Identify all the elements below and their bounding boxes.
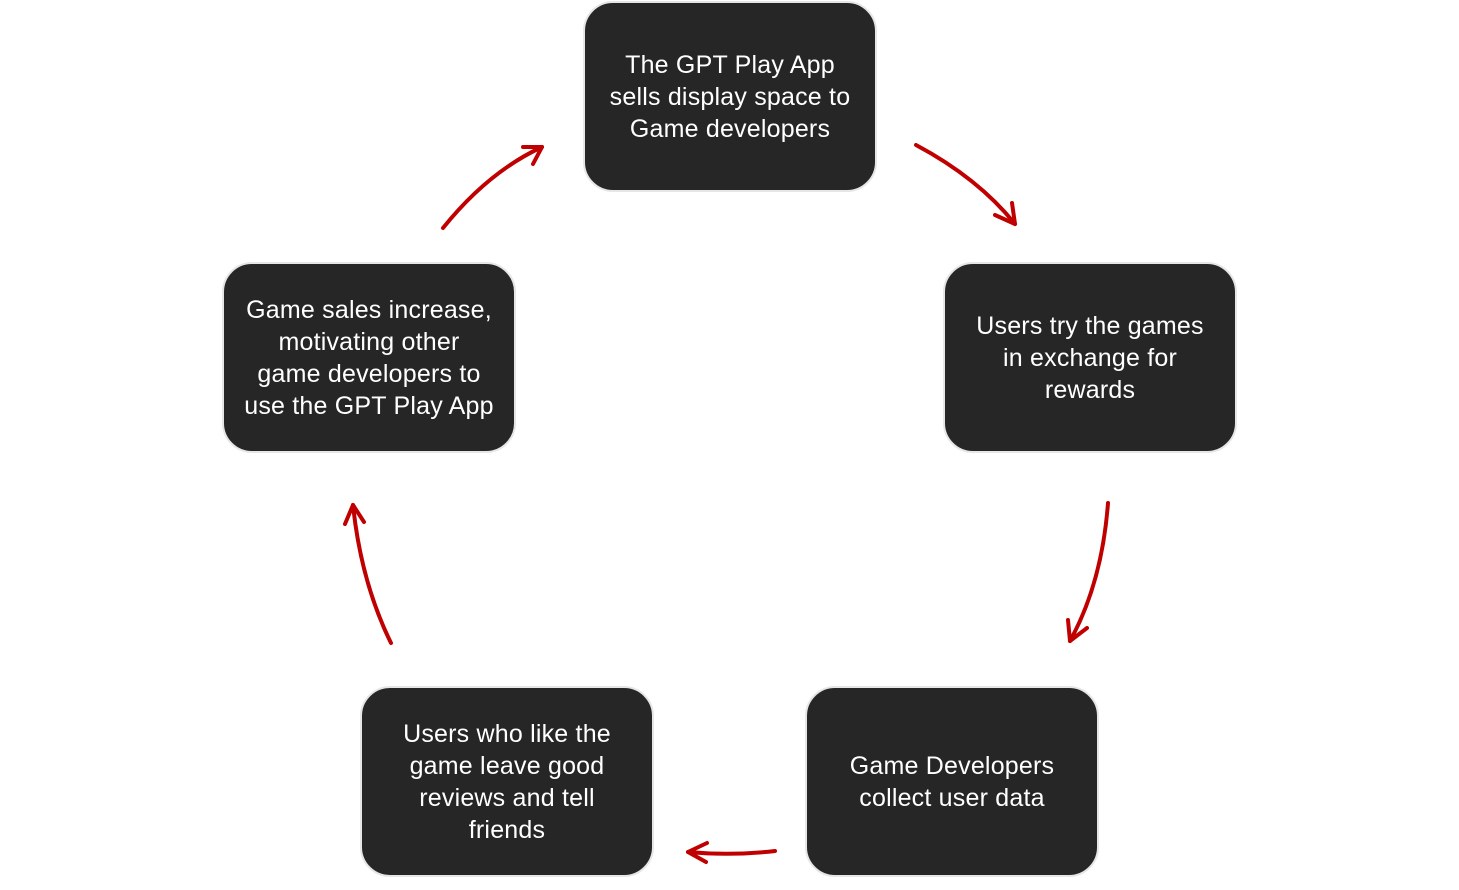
arrow-n5-to-n1 [441, 145, 544, 230]
node-label: Users try the games in exchange for rewa… [976, 311, 1204, 404]
cycle-node-users-try-games: Users try the games in exchange for rewa… [943, 262, 1237, 453]
arrow-head [686, 841, 709, 864]
node-label: Game sales increase, motivating other ga… [244, 295, 494, 420]
node-label: Game Developers collect user data [849, 751, 1055, 812]
arrow-shaft [686, 849, 777, 856]
arrow-head [343, 503, 366, 526]
arrow-shaft [1068, 501, 1110, 643]
arrow-shaft [351, 503, 393, 645]
cycle-node-reviews-and-friends: Users who like the game leave good revie… [360, 686, 654, 877]
arrow-head [521, 145, 544, 166]
cycle-node-sales-increase: Game sales increase, motivating other ga… [222, 262, 516, 453]
arrow-n2-to-n3 [1066, 501, 1110, 643]
arrow-head [1066, 618, 1089, 643]
arrow-n4-to-n5 [343, 503, 393, 645]
node-label: The GPT Play App sells display space to … [609, 50, 851, 143]
arrow-head [993, 201, 1017, 226]
arrow-shaft [914, 143, 1017, 226]
node-label: Users who like the game leave good revie… [403, 719, 611, 844]
cycle-node-sell-display-space: The GPT Play App sells display space to … [583, 1, 877, 192]
cycle-node-collect-user-data: Game Developers collect user data [805, 686, 1099, 877]
arrow-shaft [441, 145, 544, 230]
arrow-n1-to-n2 [914, 143, 1017, 226]
arrow-n3-to-n4 [686, 841, 777, 864]
